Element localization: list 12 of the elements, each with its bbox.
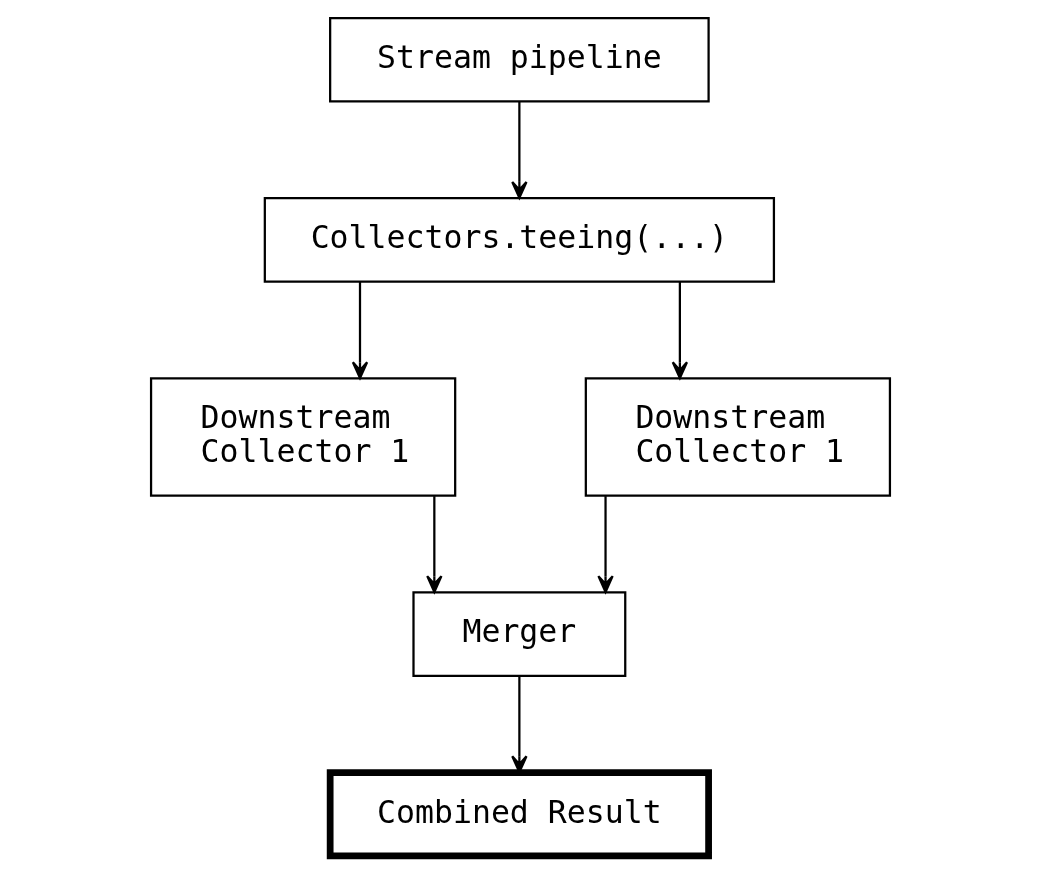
- node-box: Collectors.teeing(...): [263, 196, 776, 283]
- arrow: [511, 100, 528, 199]
- node-box: Stream pipeline: [329, 16, 710, 102]
- node-box: Downstream Collector 1: [149, 376, 457, 497]
- arrow: [351, 281, 369, 379]
- arrow: [671, 281, 689, 379]
- arrow: [597, 495, 614, 593]
- arrow: [511, 675, 528, 773]
- node-box: Combined Result: [326, 768, 712, 859]
- node-box: Merger: [412, 590, 627, 677]
- arrow: [426, 495, 443, 593]
- node-box: Downstream Collector 1: [584, 376, 892, 497]
